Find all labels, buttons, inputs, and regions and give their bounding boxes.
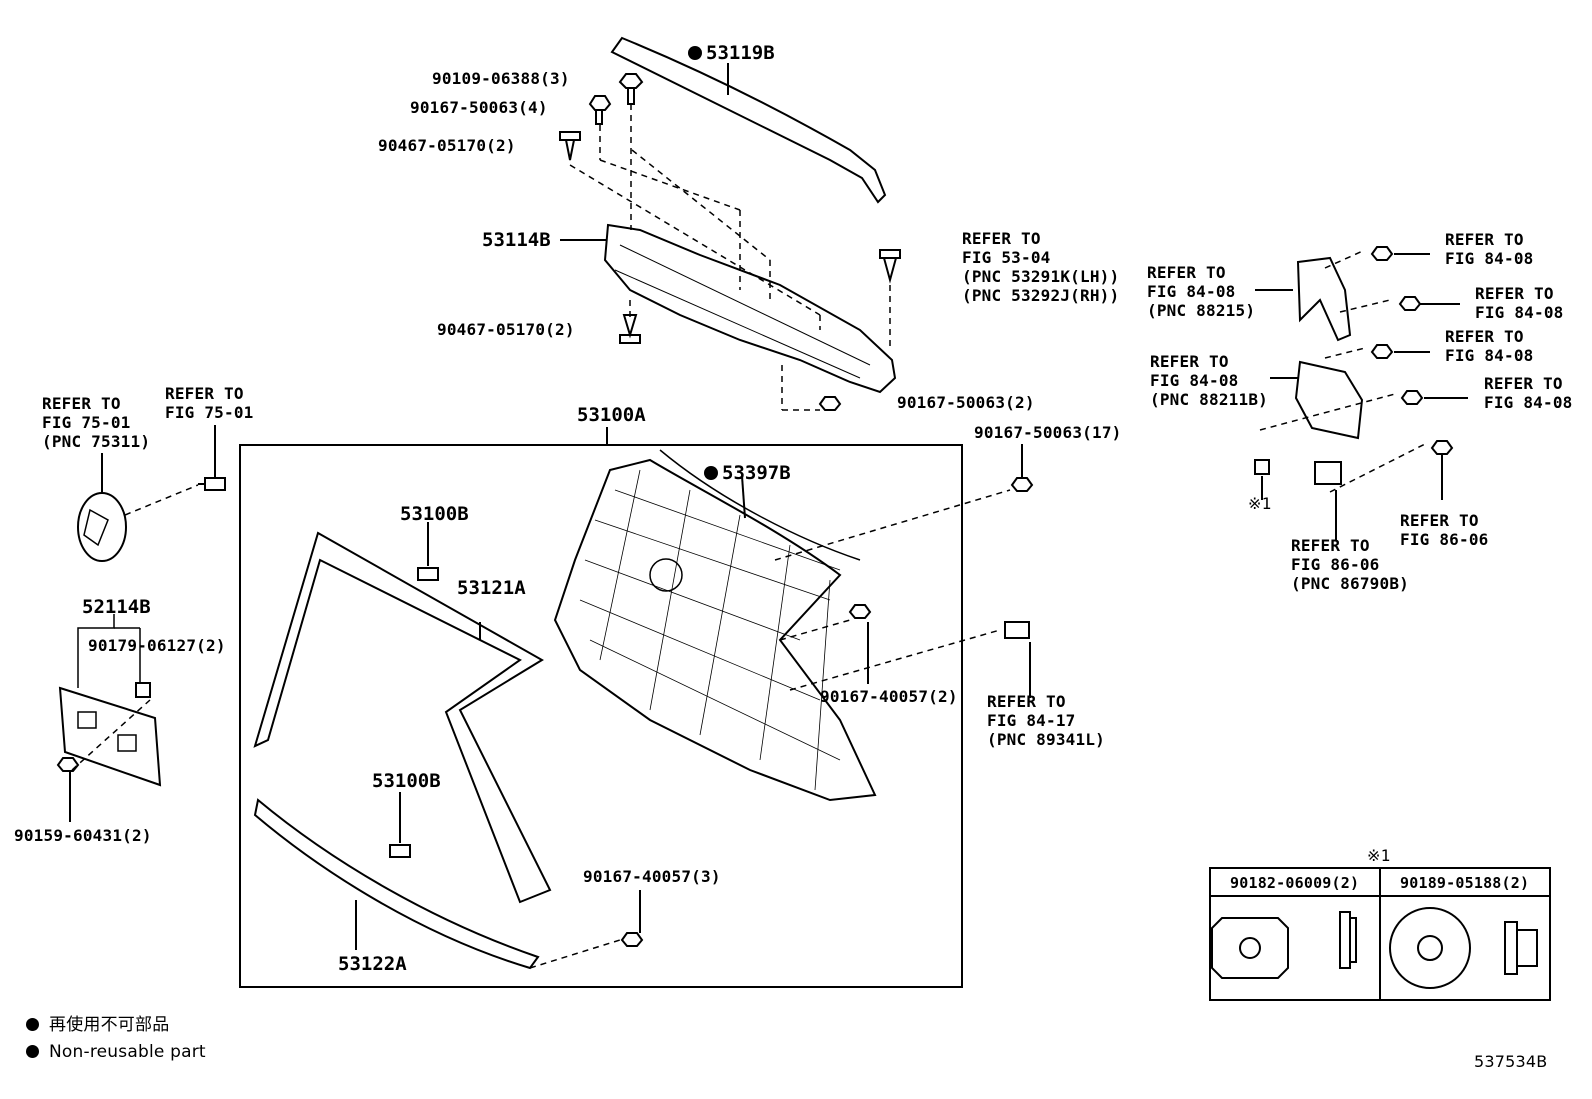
bolt-90167-50063-17 [1010, 477, 1034, 492]
bolt-90167-50063 [588, 95, 612, 125]
legend-bullet-icon [26, 1018, 39, 1031]
license-bracket-52114B [58, 686, 162, 787]
label-90109-06388: 90109-06388(3) [432, 69, 570, 88]
label-90167-40057-3: 90167-40057(3) [583, 867, 721, 886]
label-90159-60431: 90159-60431(2) [14, 826, 152, 845]
label-90167-50063-17: 90167-50063(17) [974, 423, 1122, 442]
table-note-mark: ※1 [1367, 846, 1391, 865]
assembly-frame-53100A [239, 444, 963, 988]
label-53119B: 53119B [688, 42, 775, 64]
clip-90467-05170-lower [619, 314, 641, 344]
label-53122A: 53122A [338, 953, 407, 975]
label-53100A: 53100A [577, 404, 646, 426]
bolt-90159-60431 [56, 757, 80, 772]
label-53114B: 53114B [482, 229, 551, 251]
spacer-53100B-bottom [389, 844, 411, 858]
nut-90179-06127 [135, 682, 151, 698]
clip-90467-05170 [559, 131, 581, 161]
sensor-86790B [1314, 461, 1342, 485]
bolt-90167-40057-3 [620, 932, 644, 947]
nut-90182-06009 [1211, 917, 1289, 979]
label-90167-50063-2: 90167-50063(2) [897, 393, 1035, 412]
nut-90189-05188 [1389, 907, 1471, 989]
label-53100B-bottom: 53100B [372, 770, 441, 792]
label-90467-05170-bottom: 90467-05170(2) [437, 320, 575, 339]
radiator-grille [553, 458, 877, 802]
bracket-88215 [1296, 256, 1352, 342]
bolt-emblem [198, 477, 226, 491]
label-53121A: 53121A [457, 577, 526, 599]
bolt-90167-50063-2 [818, 396, 842, 411]
nut-note-1 [1254, 459, 1270, 475]
label-53100B-top: 53100B [400, 503, 469, 525]
label-90167-50063-4: 90167-50063(4) [410, 98, 548, 117]
sensor-89341L [1004, 621, 1030, 639]
note-mark-1: ※1 [1248, 494, 1272, 513]
clip-refer-53-04 [879, 249, 901, 284]
bolt-90109-06388 [618, 73, 644, 105]
molding-53122A [253, 798, 540, 970]
label-90467-05170-top: 90467-05170(2) [378, 136, 516, 155]
retainer-53119B [610, 36, 887, 204]
table-header-90189-05188: 90189-05188(2) [1400, 874, 1530, 892]
support-53114B [603, 223, 897, 394]
diagram-reference-code: 537534B [1474, 1052, 1548, 1071]
molding-53121A [253, 531, 552, 904]
label-90179-06127: 90179-06127(2) [88, 636, 226, 655]
legend-japanese: 再使用不可部品 [26, 1016, 169, 1035]
bolt-90167-40057-2 [848, 604, 872, 619]
label-90167-40057-2: 90167-40057(2) [820, 687, 958, 706]
label-53397B: 53397B [704, 462, 791, 484]
table-header-90182-06009: 90182-06009(2) [1230, 874, 1360, 892]
legend-bullet-icon [26, 1045, 39, 1058]
spacer-53100B-top [417, 567, 439, 581]
legend-english: Non-reusable part [26, 1043, 206, 1062]
module-88211B [1294, 360, 1364, 440]
label-52114B: 52114B [82, 596, 151, 618]
